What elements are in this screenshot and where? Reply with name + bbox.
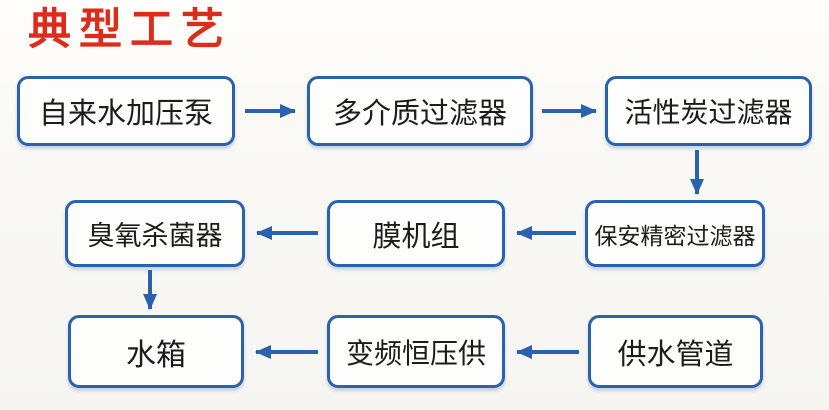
node-vfd-constant-pressure-supply: 变频恒压供	[327, 315, 505, 388]
node-label-membrane-unit: 膜机组	[372, 218, 460, 253]
node-multimedia-filter: 多介质过滤器	[307, 76, 533, 146]
node-activated-carbon-filter: 活性炭过滤器	[605, 76, 812, 146]
node-security-precision-filter: 保安精密过滤器	[585, 200, 765, 267]
page-title: 典型工艺	[28, 5, 232, 55]
node-water-supply-pipeline: 供水管道	[588, 315, 763, 388]
node-tap-water-pump: 自来水加压泵	[17, 76, 235, 146]
node-label-tap-water-pump: 自来水加压泵	[38, 96, 213, 130]
node-label-multimedia-filter: 多介质过滤器	[332, 96, 507, 130]
node-water-tank: 水箱	[68, 315, 244, 388]
node-label-water-supply-pipeline: 供水管道	[617, 336, 734, 371]
node-label-water-tank: 水箱	[126, 337, 186, 373]
node-ozone-sterilizer: 臭氧杀菌器	[65, 200, 245, 267]
node-label-security-precision-filter: 保安精密过滤器	[594, 223, 756, 250]
node-label-ozone-sterilizer: 臭氧杀菌器	[87, 221, 223, 252]
node-membrane-unit: 膜机组	[327, 200, 505, 267]
node-label-vfd-constant-pressure-supply: 变频恒压供	[345, 336, 486, 370]
node-label-activated-carbon-filter: 活性炭过滤器	[624, 96, 793, 129]
